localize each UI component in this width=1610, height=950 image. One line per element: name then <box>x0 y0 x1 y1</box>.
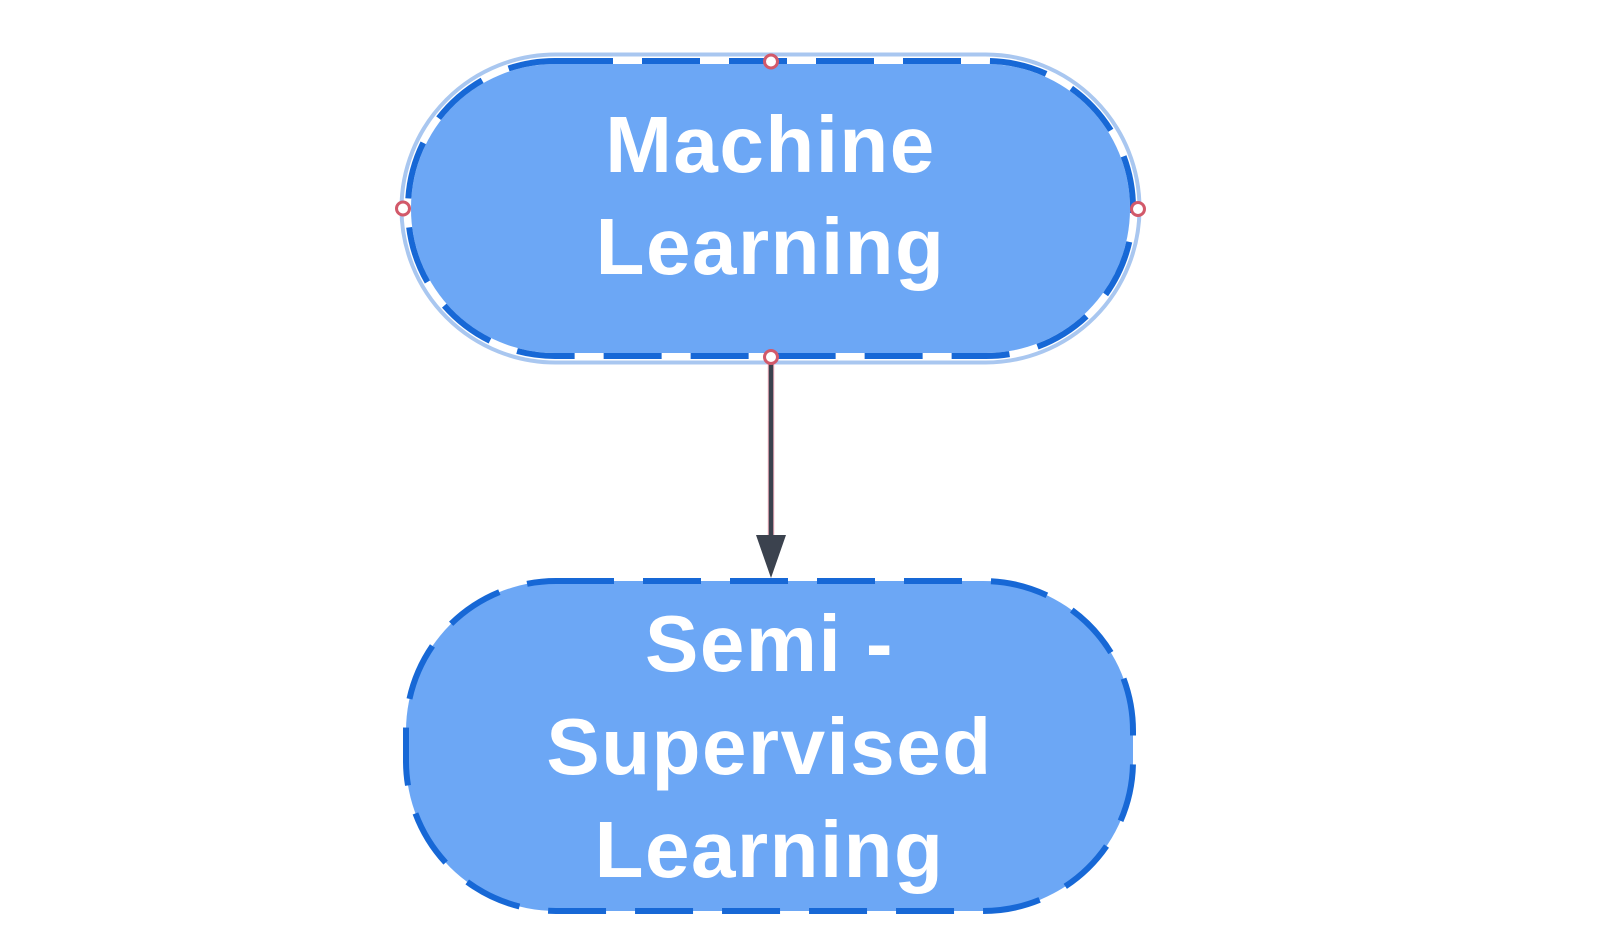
selection-handle-left[interactable] <box>395 200 411 217</box>
selection-handle-top[interactable] <box>763 53 779 70</box>
selection-handle-right[interactable] <box>1130 201 1146 217</box>
node-machine-learning-shape[interactable] <box>411 64 1130 353</box>
node-semi-supervised-shape[interactable] <box>406 581 1133 911</box>
node-semi-supervised-border <box>403 578 1136 914</box>
selection-handle-bottom[interactable] <box>763 349 779 365</box>
connector-arrowhead <box>756 535 786 578</box>
